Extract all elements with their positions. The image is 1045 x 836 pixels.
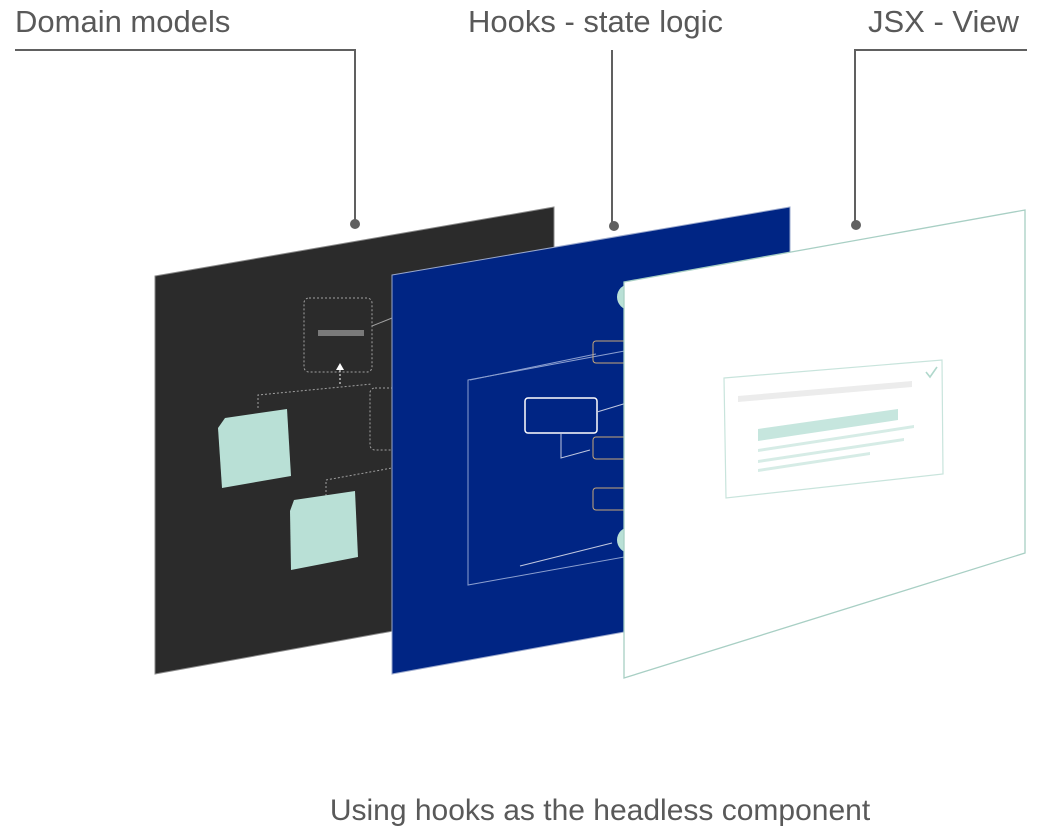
jsx-card-header: [738, 381, 912, 402]
jsx-card-line-2: [758, 438, 904, 463]
domain-entity-card-2: [290, 491, 358, 570]
domain-model-box-mid: [369, 387, 411, 451]
hooks-connector-d: [519, 542, 613, 567]
domain-connector-1: [257, 383, 373, 408]
jsx-view-label: JSX - View: [868, 4, 1020, 39]
hooks-state-logic-label: Hooks - state logic: [468, 4, 723, 39]
domain-connector-3: [371, 317, 393, 327]
jsx-card-line-3: [758, 452, 870, 472]
jsx-card-line-1: [758, 425, 914, 452]
domain-connector-2: [325, 467, 393, 496]
domain-callout-dot: [350, 219, 360, 229]
domain-entity-card-1: [218, 409, 291, 488]
jsx-view-layer: [623, 209, 1026, 679]
callout-lines: [15, 49, 1027, 226]
domain-model-box-top-text: [318, 330, 364, 336]
jsx-callout-line: [854, 49, 1027, 224]
diagram-caption: Using hooks as the headless component: [329, 794, 871, 827]
domain-callout-line: [15, 49, 356, 224]
jsx-card-input: [758, 409, 898, 441]
domain-models-label: Domain models: [15, 4, 231, 39]
hooks-connector-b: [560, 433, 591, 459]
check-icon: [925, 366, 938, 379]
hooks-callout-dot: [609, 221, 619, 231]
domain-arrow-head: [336, 363, 344, 370]
domain-model-box-top: [303, 297, 373, 373]
hooks-connector-a: [469, 353, 597, 381]
jsx-callout-dot: [851, 220, 861, 230]
